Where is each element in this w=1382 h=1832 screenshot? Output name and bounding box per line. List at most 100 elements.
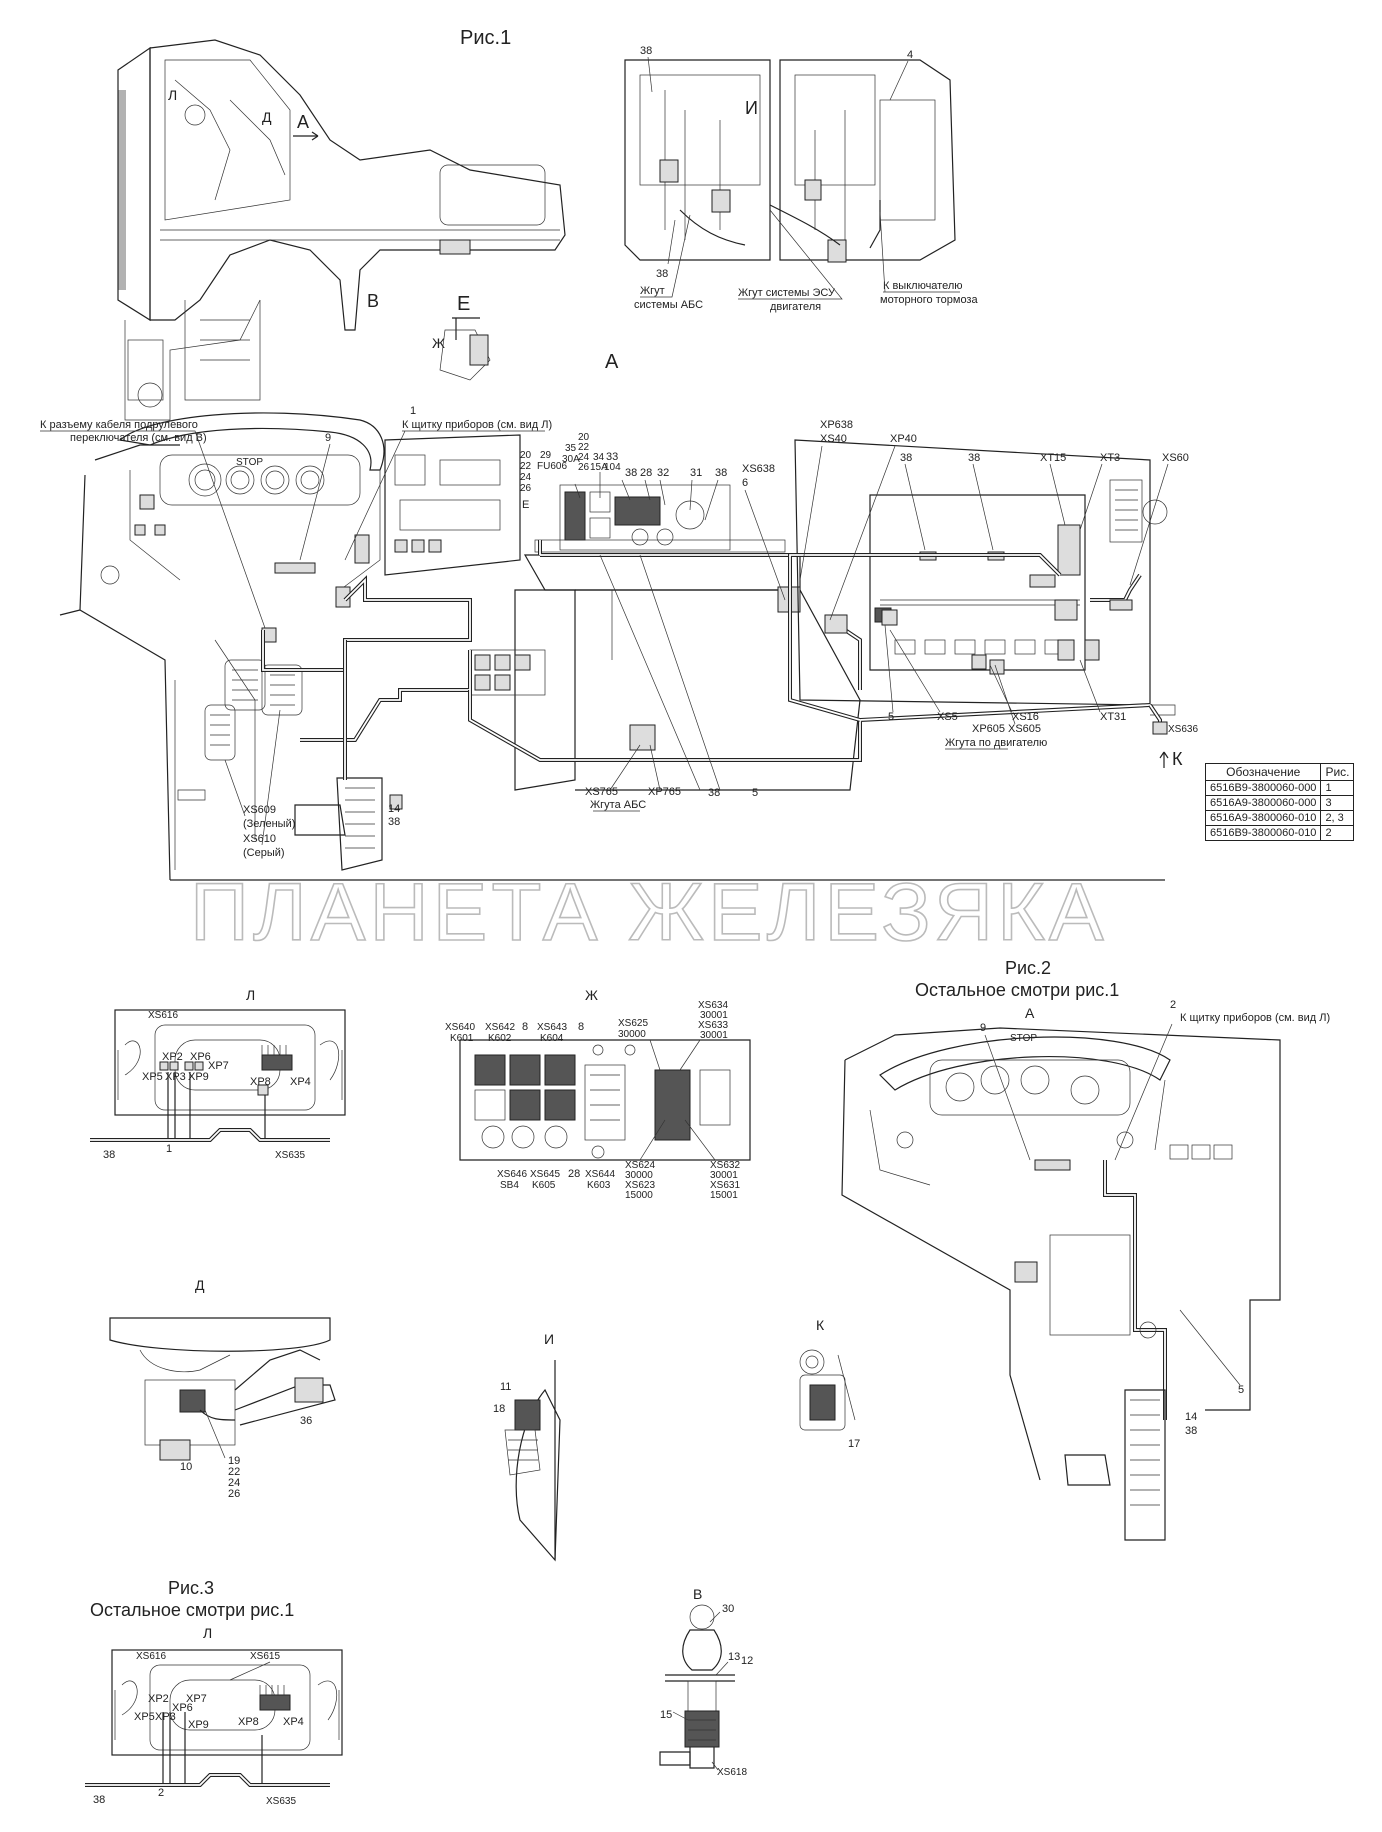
view-d-marker: Д [262,109,272,125]
b-15: 15 [660,1709,672,1721]
table-header-fig: Рис. [1320,763,1355,781]
table-header-row: Обозначение Рис. [1204,763,1355,781]
fig2-38: 38 [1185,1425,1197,1437]
label-xs636: XS636 [1168,724,1198,735]
table-row: 6516А9-3800060-010 2, 3 [1204,810,1355,826]
label-xs609: XS609 [243,804,276,816]
label-1-main: 1 [410,405,416,417]
view-k-marker: К [1172,749,1183,769]
view-b-title: В [693,1586,702,1602]
l-xs616: XS616 [148,1010,178,1021]
d-24: 24 [228,1477,240,1489]
view-i-drawing [504,1360,561,1562]
note-harness-esu-1: Жгут системы ЭСУ [738,287,836,299]
view-l-marker: Л [168,87,177,103]
k-17: 17 [848,1438,860,1450]
view-a-marker-top: А [297,112,309,132]
d-26: 26 [228,1488,240,1500]
view-l-drawing [90,1009,346,1142]
zh-30000: 30000 [618,1029,646,1040]
fig2-view-a: А [1025,1005,1035,1021]
dashboard-view-a [59,412,1176,881]
fig3-drawing [85,1649,343,1787]
b-13: 13 [728,1651,740,1663]
note-harness-abs-1: Жгут [640,285,665,297]
zh-xs625: XS625 [618,1018,648,1029]
table-cell: 6516А9-3800060-010 [1204,810,1322,826]
zh-xs645: XS645 [530,1169,560,1180]
fig3-title: Рис.3 [168,1578,214,1598]
fig2-subtitle: Остальное смотри рис.1 [915,980,1119,1000]
label-xt3: XT3 [1100,452,1120,464]
l-38: 38 [103,1149,115,1161]
note-green: (Зеленый) [243,818,295,830]
label-20-a: 20 [520,450,532,461]
view-i-marker: И [745,98,758,118]
zh-28: 28 [568,1168,580,1180]
zh-30001b: 30001 [700,1030,728,1041]
view-k-drawing [799,1349,856,1431]
d-10: 10 [180,1461,192,1473]
table-row: 6516В9-3800060-000 1 [1204,780,1355,796]
table-row: 6516В9-3800060-010 2 [1204,825,1355,841]
label-26-b: 26 [578,462,590,473]
label-30a: 30A [562,454,580,465]
fig3-xp7: XP7 [186,1693,207,1705]
label-xs638: XS638 [742,463,775,475]
zh-8b: 8 [578,1021,584,1033]
zh-xs644: XS644 [585,1169,615,1180]
fig3-xp8: XP8 [238,1716,259,1728]
note-engine-brake-2: моторного тормоза [880,294,978,306]
fig3-xp6: XP6 [172,1702,193,1714]
l-xp8: XP8 [250,1076,271,1088]
fig3-view-l: Л [203,1625,212,1641]
zh-xs632: XS632 [710,1160,740,1171]
note-grey: (Серый) [243,847,285,859]
watermark: ПЛАНЕТА ЖЕЛЕЗЯКА [190,867,1108,958]
view-b-drawing [659,1604,735,1769]
zh-sb4: SB4 [500,1180,519,1191]
view-k-title: К [816,1317,825,1333]
fig3-xp9: XP9 [188,1719,209,1731]
label-xs610: XS610 [243,833,276,845]
zh-xs631: XS631 [710,1180,740,1191]
view-b-marker: В [367,291,379,311]
table-cell: 2, 3 [1320,810,1355,826]
table-cell: 2 [1320,825,1355,841]
view-d-title: Д [195,1277,205,1293]
label-5-console: 5 [752,787,758,799]
view-d-drawing [109,1317,336,1461]
fig3-xp5: XP5 [134,1711,155,1723]
fig3-xp3: XP3 [155,1711,176,1723]
l-1: 1 [166,1143,172,1155]
label-fu606: FU606 [537,461,567,472]
zh-xs646: XS646 [497,1169,527,1180]
label-xs16: XS16 [1012,711,1039,723]
fig3-xs616: XS616 [136,1651,166,1662]
label-32: 32 [657,467,669,479]
zh-xs623: XS623 [625,1180,655,1191]
table-cell: 1 [1320,780,1355,796]
label-xp605: XP605 [972,723,1005,735]
note-harness-abs-2: системы АБС [634,299,703,311]
l-xp6: XP6 [190,1051,211,1063]
i-11: 11 [500,1381,511,1393]
d-22: 22 [228,1466,240,1478]
zh-xs624: XS624 [625,1160,655,1171]
label-xp638: XP638 [820,419,853,431]
table-cell: 6516В9-3800060-010 [1204,825,1322,841]
zh-xs640: XS640 [445,1022,475,1033]
fig3-xs635: XS635 [266,1796,296,1807]
l-xs635: XS635 [275,1150,305,1161]
note-to-dash: К щитку приборов (см. вид Л) [402,419,552,431]
label-22-a: 22 [520,461,532,472]
label-14-main: 14 [388,803,400,815]
zh-15000: 15000 [625,1190,653,1201]
view-e-marker: Е [457,293,470,315]
label-38-pedal: 38 [388,816,400,828]
fig2-9: 9 [980,1022,986,1034]
label-28: 28 [640,467,652,479]
fig2-drawing [841,1027,1281,1541]
note-engine-brake-1: К выключателю [883,280,963,292]
note-abs-harnesses: Жгута АБС [590,799,646,811]
